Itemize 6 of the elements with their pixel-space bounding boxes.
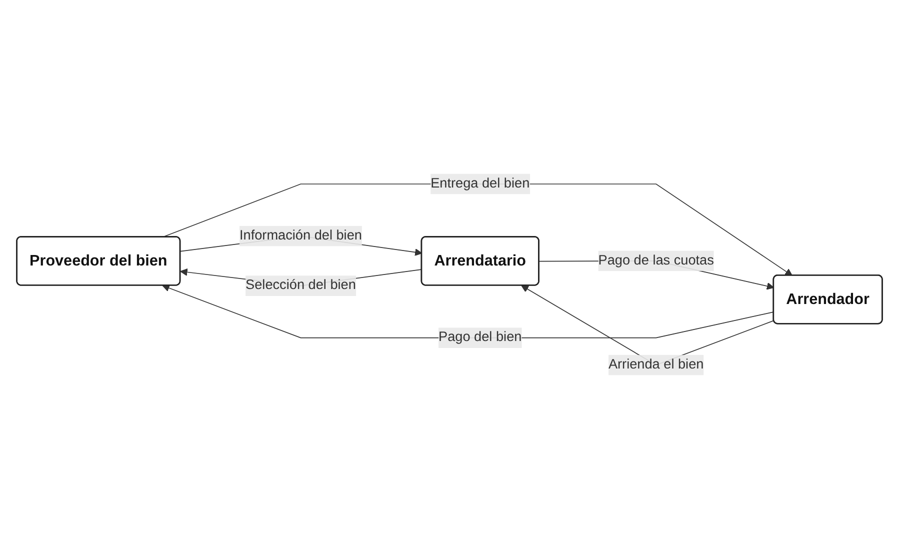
edge-label: Pago del bien (438, 330, 522, 345)
edge-label: Entrega del bien (430, 176, 530, 191)
edge-label: Arrienda el bien (608, 357, 704, 372)
edge-label: Selección del bien (246, 278, 356, 293)
edge-label: Pago de las cuotas (598, 253, 714, 268)
edge-label: Información del bien (240, 228, 362, 243)
